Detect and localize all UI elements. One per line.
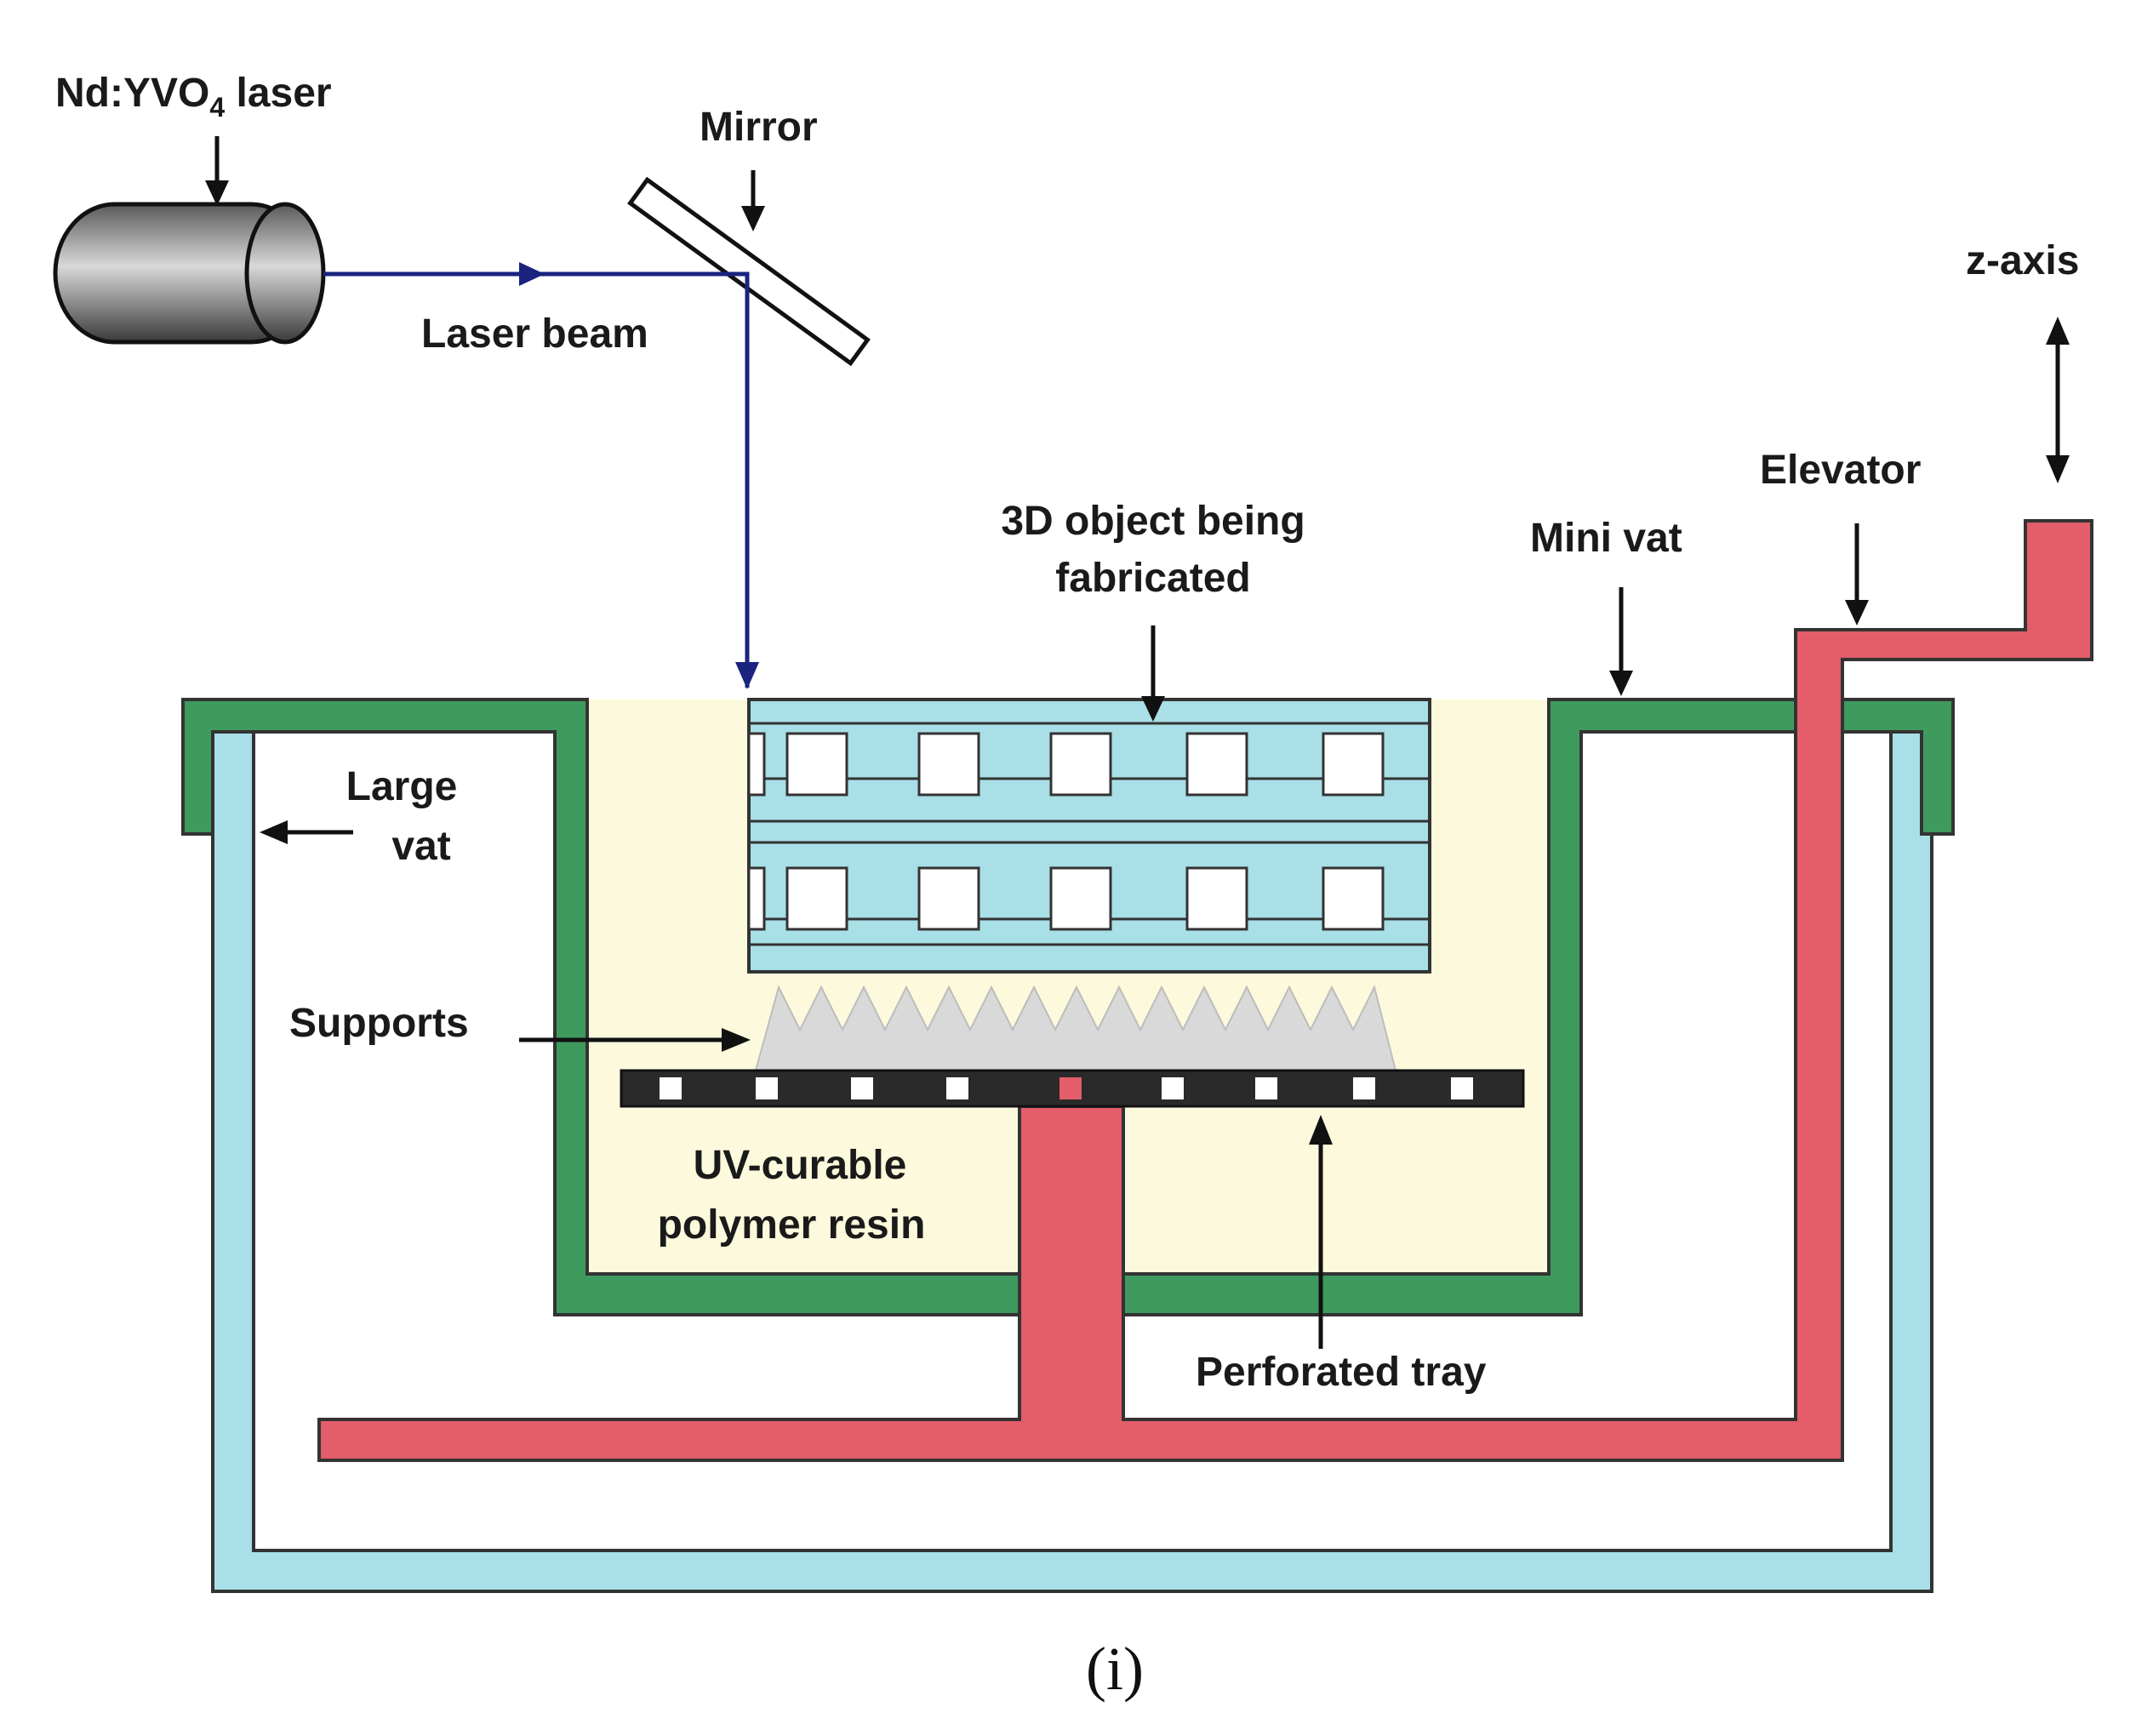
perforated-tray: [620, 1069, 1525, 1108]
resin-label-line1: UV-curable: [694, 1143, 907, 1188]
3d-object: [747, 698, 1431, 974]
mini-vat-label: Mini vat: [1530, 516, 1682, 561]
mini-vat: [181, 698, 1955, 1316]
mirror-label: Mirror: [700, 105, 818, 150]
laser-device: [53, 202, 326, 345]
figure-caption: (i): [1086, 1635, 1144, 1703]
object-label-line2: fabricated: [1055, 556, 1250, 601]
laser-beam-label: Laser beam: [421, 311, 648, 357]
large-vat-label-line1: Large: [346, 764, 458, 809]
pointer-arrows: [205, 136, 2070, 1349]
supports-label: Supports: [289, 1001, 469, 1046]
laser-beam: [323, 262, 759, 689]
large-vat-label-line2: vat: [391, 824, 450, 869]
laser-label: Nd:YVO4 laser: [55, 71, 332, 123]
resin-label-line2: polymer resin: [658, 1202, 926, 1248]
mirror: [627, 176, 871, 367]
perforated-tray-label: Perforated tray: [1196, 1350, 1487, 1395]
supports: [754, 985, 1397, 1071]
z-axis-label: z-axis: [1966, 238, 2079, 283]
elevator-label: Elevator: [1760, 448, 1921, 493]
object-label-line1: 3D object being: [1001, 499, 1305, 544]
